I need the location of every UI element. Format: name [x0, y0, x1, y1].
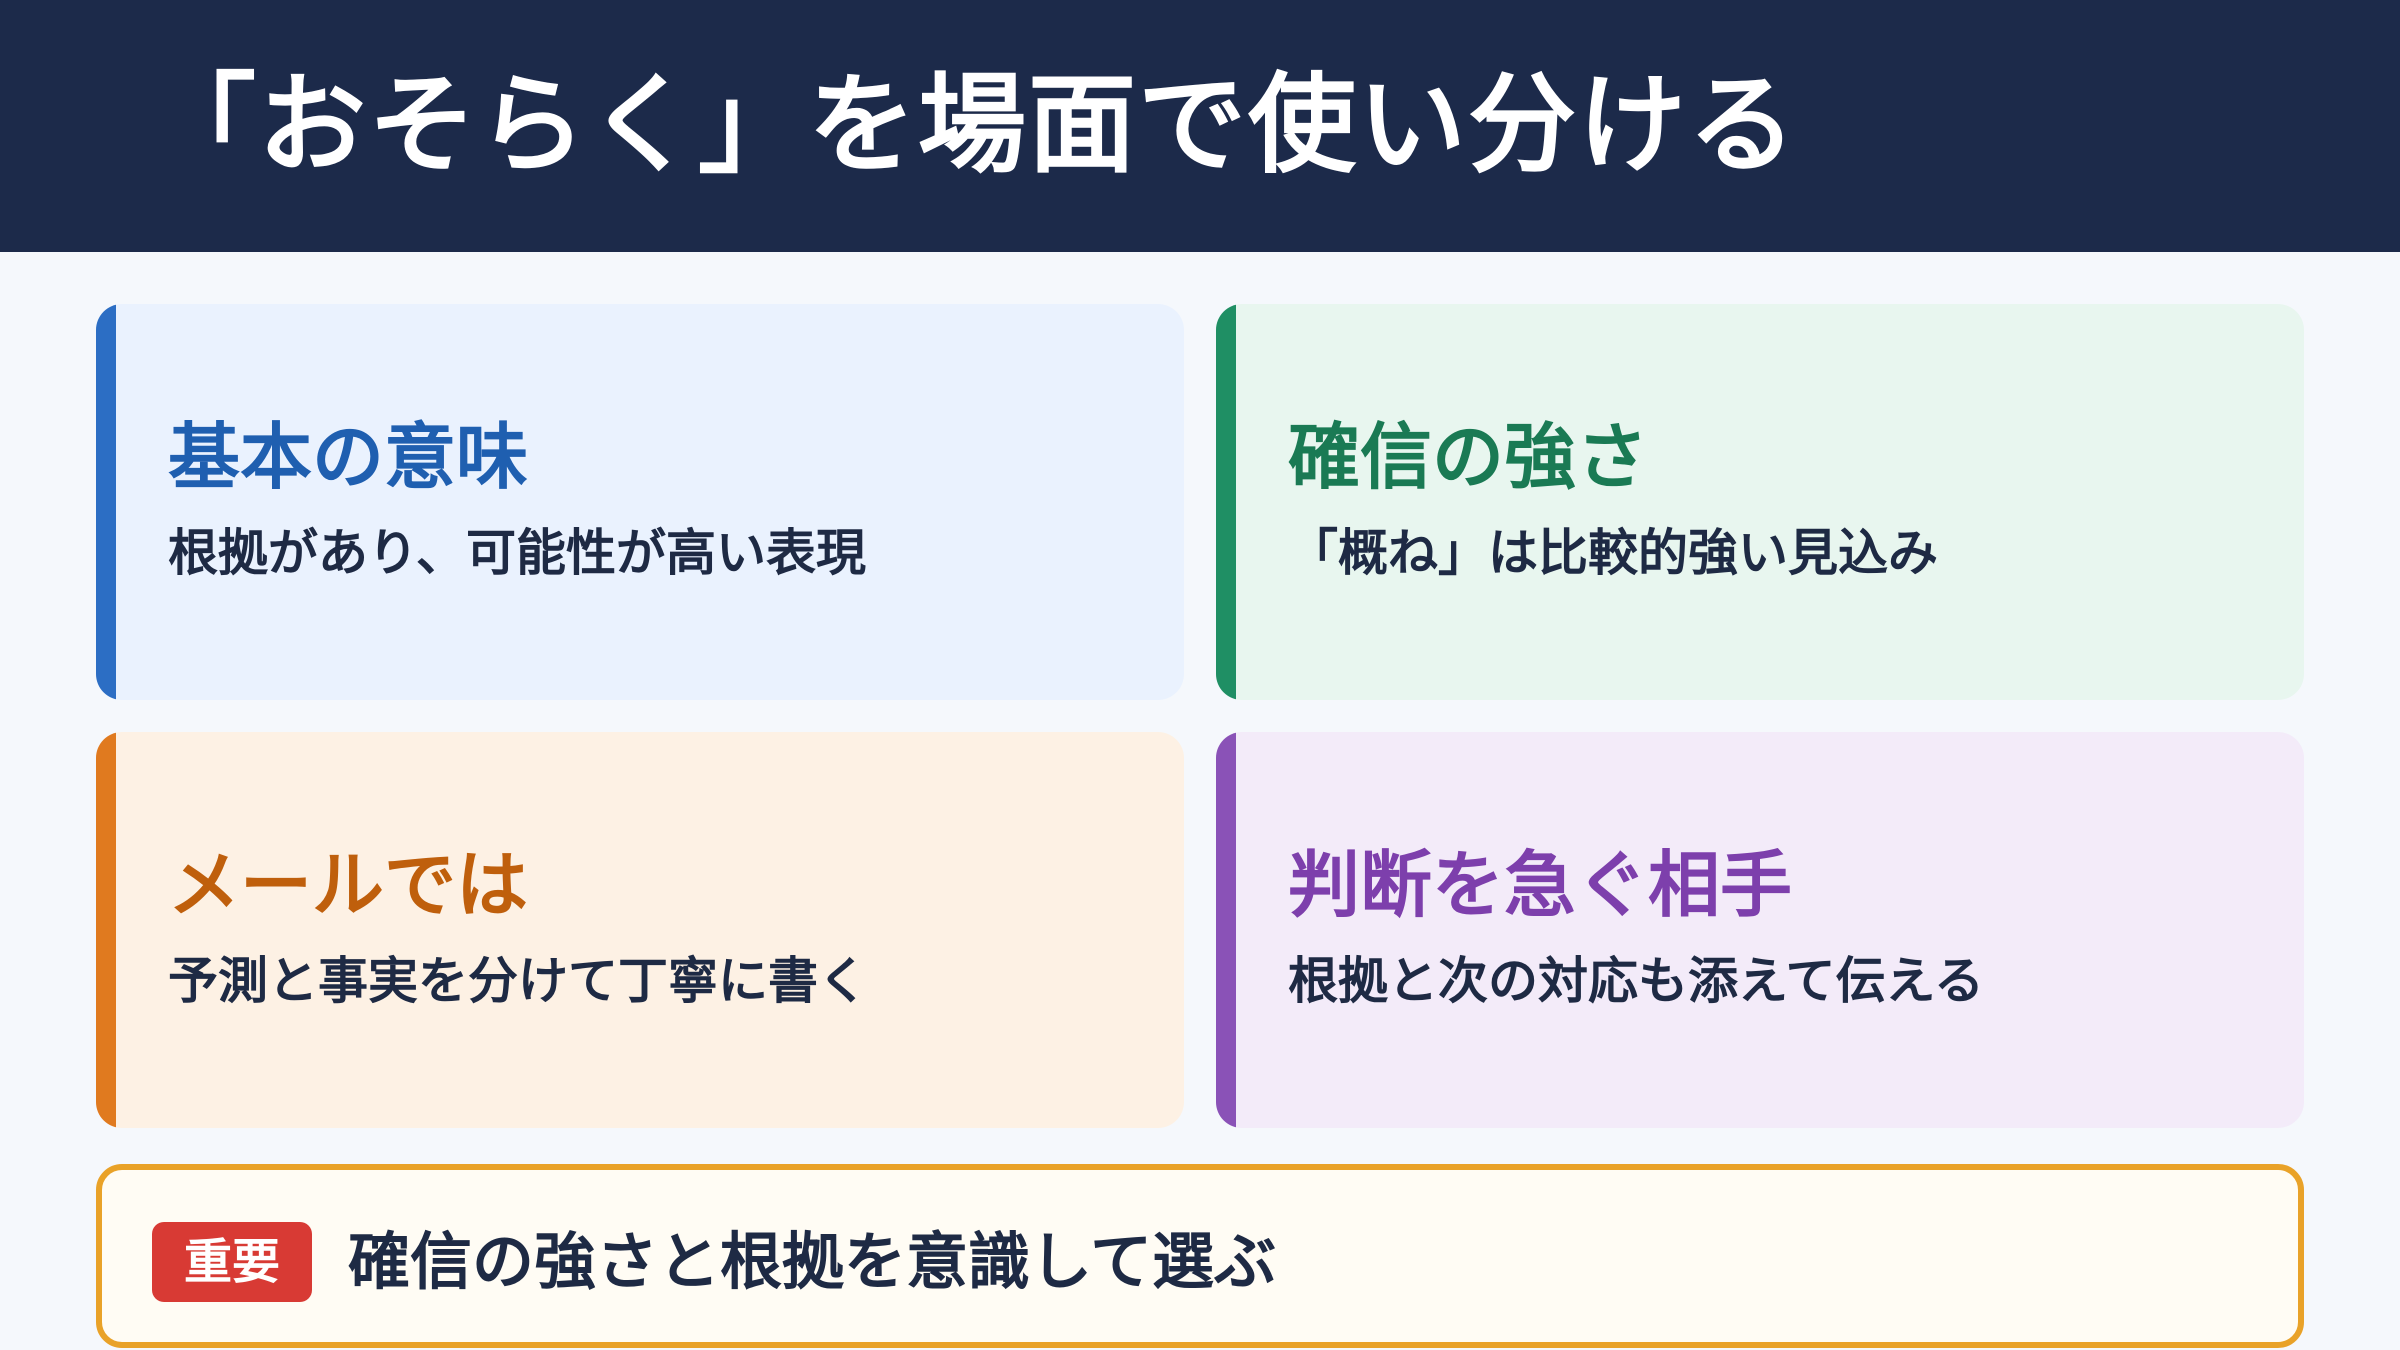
card-email: メールでは 予測と事実を分けて丁寧に書く: [96, 732, 1184, 1128]
card-title: 判断を急ぐ相手: [1288, 843, 1793, 927]
card-urgent-counterpart: 判断を急ぐ相手 根拠と次の対応も添えて伝える: [1216, 732, 2304, 1128]
header-banner: 「おそらく」を場面で使い分ける: [0, 0, 2400, 252]
card-accent-bar: [96, 304, 116, 700]
card-description: 「概ね」は比較的強い見込み: [1288, 524, 1938, 582]
important-badge: 重要: [152, 1222, 312, 1302]
card-basic-meaning: 基本の意味 根拠があり、可能性が高い表現: [96, 304, 1184, 700]
card-confidence-strength: 確信の強さ 「概ね」は比較的強い見込み: [1216, 304, 2304, 700]
page-title: 「おそらく」を場面で使い分ける: [148, 63, 1799, 188]
card-description: 根拠があり、可能性が高い表現: [168, 524, 866, 582]
card-title: 確信の強さ: [1288, 415, 1649, 499]
callout-text: 確信の強さと根拠を意識して選ぶ: [348, 1225, 1277, 1298]
card-accent-bar: [1216, 732, 1236, 1128]
card-accent-bar: [96, 732, 116, 1128]
card-title: 基本の意味: [168, 415, 529, 499]
card-title: メールでは: [168, 843, 529, 927]
card-description: 根拠と次の対応も添えて伝える: [1288, 952, 1984, 1010]
card-description: 予測と事実を分けて丁寧に書く: [168, 952, 868, 1010]
important-callout: 重要 確信の強さと根拠を意識して選ぶ: [96, 1164, 2304, 1348]
card-accent-bar: [1216, 304, 1236, 700]
